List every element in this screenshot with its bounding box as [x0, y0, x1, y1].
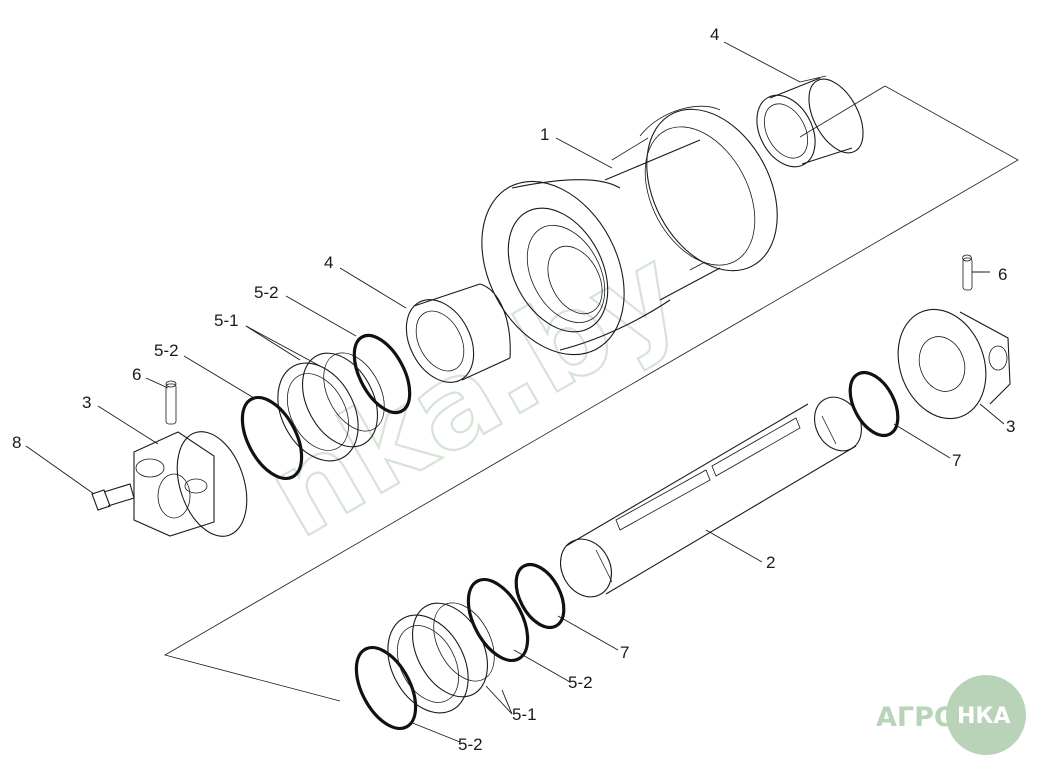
callout-5-2-upper-b: 5-2 — [154, 341, 179, 360]
right-hub — [897, 254, 1011, 420]
agronka-logo: АГРО НКА — [876, 675, 1026, 755]
logo-left-text: АГРО — [876, 702, 957, 733]
logo-badge-text: НКА — [957, 704, 1010, 729]
callout-5-2-lower-b: 5-2 — [458, 735, 483, 754]
callout-5-2-lower-a: 5-2 — [568, 673, 593, 692]
callout-3-right: 3 — [1006, 417, 1015, 436]
callout-6-left: 6 — [132, 365, 141, 384]
callout-7-upper: 7 — [952, 451, 961, 470]
assembly-boundary — [163, 85, 1019, 702]
callout-2: 2 — [766, 553, 775, 572]
upper-seal — [277, 352, 385, 462]
callout-5-1-upper: 5-1 — [214, 311, 239, 330]
lower-seal — [387, 602, 495, 714]
callouts: 4 1 4 5-2 5-1 5-2 6 3 8 6 3 7 2 7 5-2 5-… — [12, 25, 1015, 754]
watermark-text: nka.by — [245, 221, 702, 565]
callout-8: 8 — [12, 433, 21, 452]
upper-o-rings — [240, 333, 412, 481]
callout-5-1-lower: 5-1 — [512, 705, 537, 724]
logo-badge-circle — [946, 675, 1026, 755]
callout-1: 1 — [540, 125, 549, 144]
callout-5-2-upper-a: 5-2 — [254, 283, 279, 302]
shaft — [560, 396, 863, 598]
callout-3-left: 3 — [82, 393, 91, 412]
roller-body — [481, 105, 778, 356]
bushing-middle — [405, 283, 511, 383]
callout-4-middle: 4 — [324, 253, 333, 272]
lower-o-rings — [354, 562, 566, 731]
callout-7-lower: 7 — [620, 643, 629, 662]
bushing-top — [756, 75, 864, 168]
watermark: nka.by — [244, 219, 703, 565]
callout-6-right: 6 — [998, 265, 1007, 284]
right-o-ring — [848, 370, 900, 438]
callout-4-top: 4 — [710, 25, 719, 44]
left-hub — [133, 380, 248, 537]
leader-lines — [25, 41, 1005, 743]
grease-fitting — [91, 483, 135, 511]
